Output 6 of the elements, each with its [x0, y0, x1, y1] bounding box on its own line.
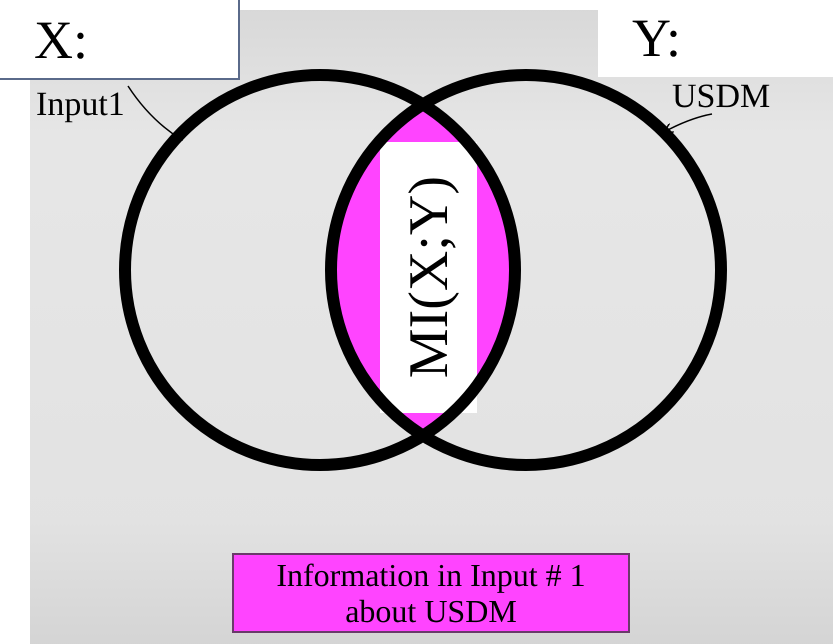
input-label: Input1: [36, 84, 156, 126]
mutual-information-box: MI(X;Y): [380, 142, 477, 413]
definition-box: Information in Input # 1 about USDM: [232, 553, 630, 633]
variable-label-box: X:: [0, 0, 240, 80]
output-label: USDM: [672, 78, 772, 116]
arrow: [127, 86, 183, 141]
